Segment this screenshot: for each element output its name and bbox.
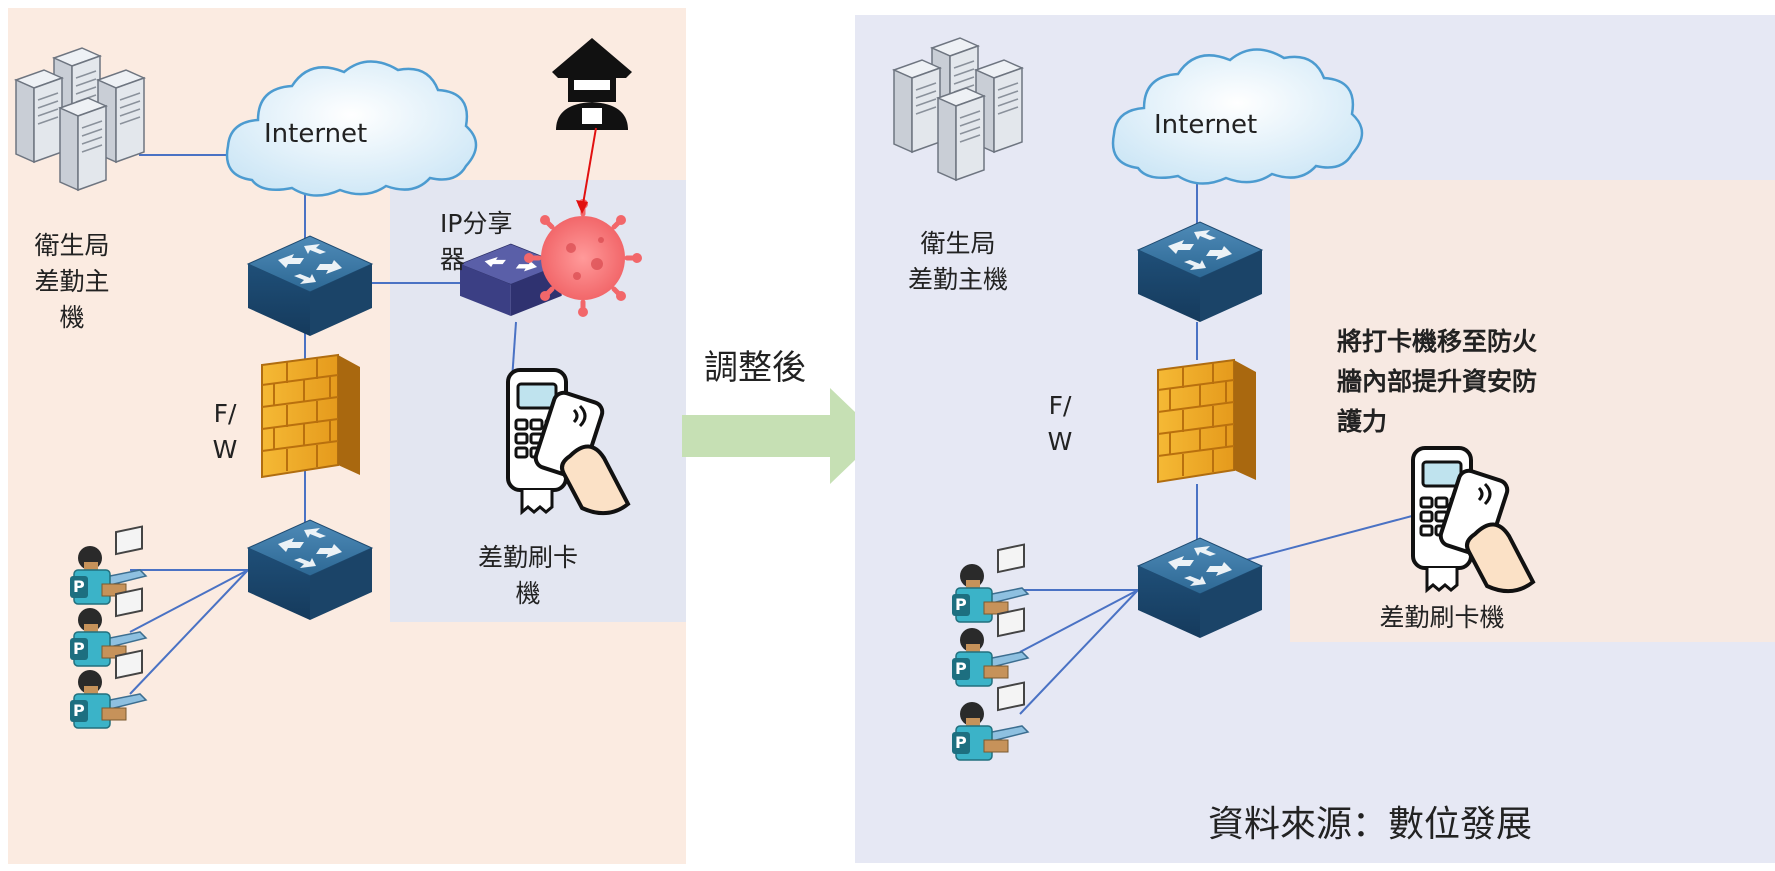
- ip-router-icon: [459, 243, 563, 316]
- before-firewall-icon: [261, 354, 361, 478]
- before-card-machine-label: 差勤刷卡 機: [477, 543, 578, 608]
- after-firewall-icon: [1157, 359, 1257, 483]
- before-internet-label: Internet: [264, 119, 368, 149]
- attack-arrowhead: [576, 200, 588, 214]
- transition-arrow: [682, 388, 880, 484]
- before-router-label: IP分享 器: [440, 209, 513, 274]
- after-card-machine-label: 差勤刷卡機: [1379, 603, 1505, 632]
- virus-icon: [524, 199, 642, 317]
- source-text: 資料來源：數位發展: [1208, 804, 1533, 845]
- after-internet-label: Internet: [1154, 110, 1258, 140]
- arrow-label: 調整後: [704, 348, 806, 388]
- before-server-label: 衛生局 差勤主 機: [34, 231, 110, 332]
- attack-line: [581, 127, 597, 211]
- after-firewall-label: F/ W: [1047, 391, 1073, 456]
- after-server-label: 衛生局 差勤主機: [907, 229, 1008, 294]
- after-note: 將打卡機移至防火 牆內部提升資安防 護力: [1337, 327, 1538, 436]
- before-firewall-label: F/ W: [212, 399, 238, 464]
- after-links: [1019, 175, 1413, 715]
- hacker-icon: [552, 38, 632, 130]
- protected-zone: [1290, 180, 1775, 642]
